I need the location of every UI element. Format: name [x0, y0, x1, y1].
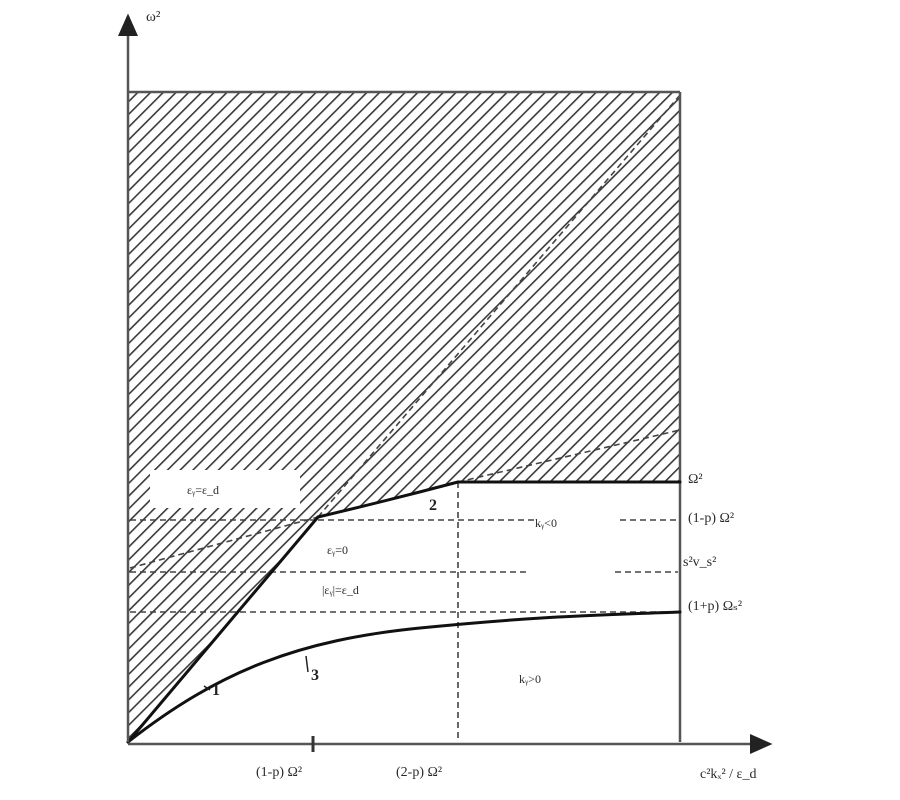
curve-3 [126, 610, 682, 744]
right-label-one-minus-p: (1-p) Ω² [688, 511, 735, 526]
region-label-eps-zero: εᵧ=0 [327, 543, 348, 557]
curve-2 [316, 480, 682, 519]
region-label-eps-eq: εᵧ=ε_d [187, 483, 220, 497]
label-box-eps-eq [150, 470, 300, 508]
curve-3-leader [305, 655, 309, 673]
right-label-omega-sq: Ω² [688, 472, 703, 487]
curve-label-3: 3 [311, 667, 319, 684]
region-label-k-pos: kᵧ>0 [519, 672, 541, 686]
x-tick-label-2: (2-p) Ω² [396, 765, 443, 780]
y-axis-label: ω² [146, 9, 161, 25]
x-tick-label-1: (1-p) Ω² [256, 765, 303, 780]
x-axis-label: c²kₓ² / ε_d [700, 767, 757, 782]
region-label-abs-eps: |εᵧ|=ε_d [322, 583, 359, 597]
dashed-lines [129, 94, 681, 742]
curve-label-1: 1 [212, 682, 220, 699]
curve-1-leader [203, 685, 211, 691]
right-label-s2v2: s²v_s² [683, 555, 717, 570]
curve-label-2: 2 [429, 497, 437, 514]
region-label-k-neg: kᵧ<0 [535, 516, 557, 530]
right-label-one-plus-p: (1+p) Ωₛ² [688, 599, 743, 614]
curve-1 [126, 515, 320, 744]
axes [118, 13, 773, 754]
curves [126, 480, 682, 744]
box-outline [128, 90, 682, 742]
